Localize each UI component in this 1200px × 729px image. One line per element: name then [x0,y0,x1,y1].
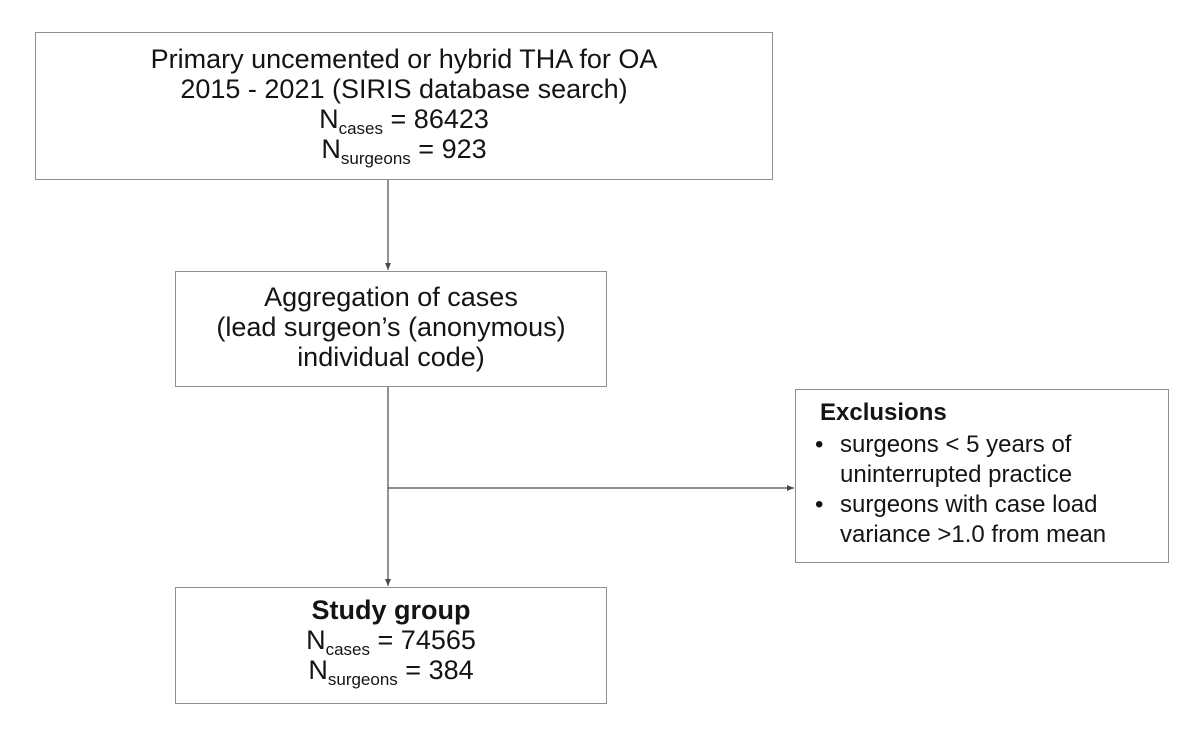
exclusion-item-line: surgeons < 5 years of [840,431,1072,458]
n-symbol: N [321,134,341,164]
n-symbol: N [308,655,328,685]
n-surgeons-subscript: surgeons [327,670,398,689]
equals-sign: = [383,104,414,134]
exclusion-item-line: uninterrupted practice [840,461,1073,488]
study-group-title: Study group [311,595,471,625]
study-n-surgeons: Nsurgeons = 384 [176,655,606,688]
n-cases-subscript: cases [325,640,371,659]
n-surgeons-value: 923 [441,134,487,164]
aggregation-line-1: Aggregation of cases [264,282,518,312]
exclusion-item: surgeons < 5 years of uninterrupted prac… [810,430,1156,490]
aggregation-line-3: individual code) [297,342,485,372]
n-cases-subscript: cases [338,119,384,138]
source-n-surgeons: Nsurgeons = 923 [36,134,772,167]
n-surgeons-value: 384 [428,655,474,685]
exclusion-item: surgeons with case load variance >1.0 fr… [810,490,1156,550]
exclusion-item-line: variance >1.0 from mean [840,521,1107,548]
n-symbol: N [319,104,339,134]
source-line-1: Primary uncemented or hybrid THA for OA [150,44,658,74]
exclusion-item-line: surgeons with case load [840,491,1098,518]
exclusions-list: surgeons < 5 years of uninterrupted prac… [810,430,1156,550]
equals-sign: = [397,655,429,685]
exclusions-box: Exclusions surgeons < 5 years of uninter… [795,389,1169,563]
equals-sign: = [410,134,442,164]
n-cases-value: 74565 [400,625,476,655]
aggregation-line-2: (lead surgeon’s (anonymous) [216,312,566,342]
n-surgeons-subscript: surgeons [340,149,411,168]
study-group-box: Study group Ncases = 74565 Nsurgeons = 3… [175,587,607,704]
equals-sign: = [370,625,401,655]
n-symbol: N [306,625,326,655]
study-n-cases: Ncases = 74565 [176,625,606,658]
source-line-2: 2015 - 2021 (SIRIS database search) [180,74,628,104]
n-cases-value: 86423 [413,104,489,134]
aggregation-box: Aggregation of cases (lead surgeon’s (an… [175,271,607,387]
source-population-box: Primary uncemented or hybrid THA for OA … [35,32,773,180]
exclusions-title: Exclusions [820,399,947,426]
source-n-cases: Ncases = 86423 [36,104,772,137]
